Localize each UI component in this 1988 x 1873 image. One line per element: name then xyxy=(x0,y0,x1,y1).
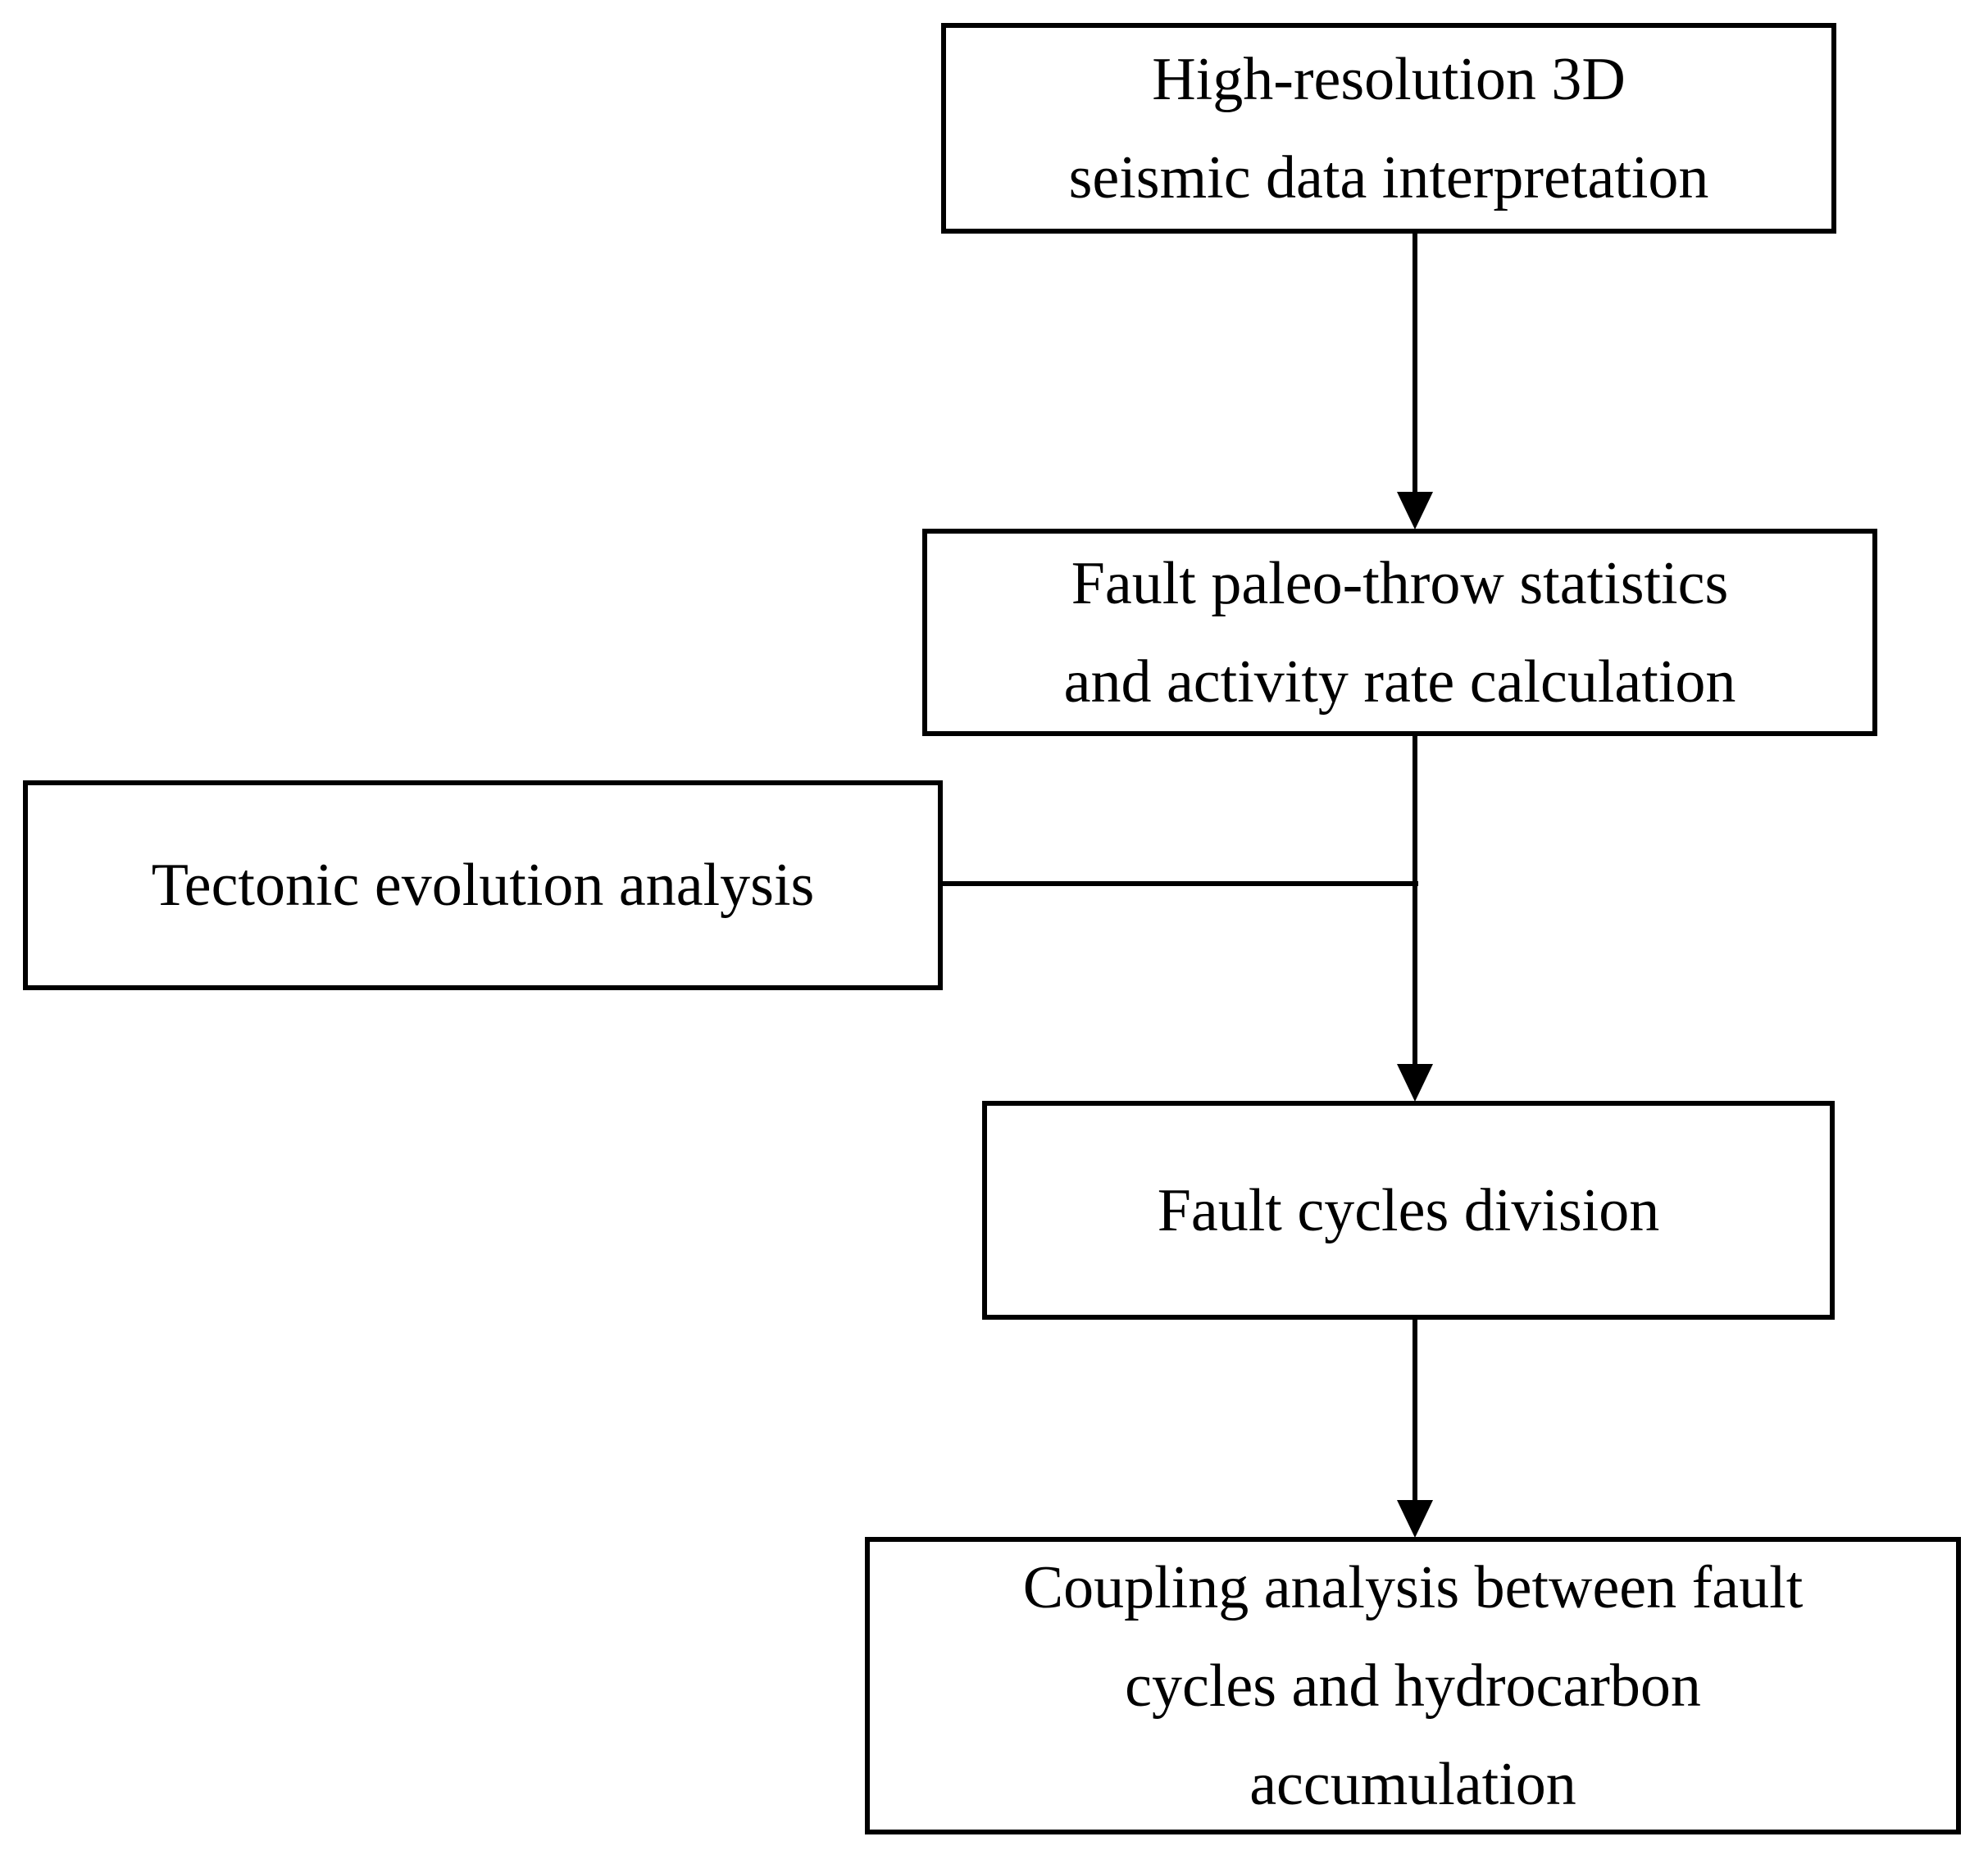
node-text-line: seismic data interpretation xyxy=(1068,143,1709,211)
edge-cycles-to-coupling-arrowhead-icon xyxy=(1397,1500,1433,1538)
node-text-line: accumulation xyxy=(1249,1750,1576,1818)
node-text-line: and activity rate calculation xyxy=(1063,648,1736,716)
node-fault-cycles-division: Fault cycles division xyxy=(982,1101,1835,1320)
edge-paleo-to-cycles-line xyxy=(1413,734,1417,1070)
edge-seismic-to-paleo-line xyxy=(1413,231,1417,498)
node-coupling-analysis: Coupling analysis between fault cycles a… xyxy=(865,1537,1961,1834)
edge-tectonic-connector-line xyxy=(943,881,1418,886)
node-text-line: Fault cycles division xyxy=(1157,1176,1660,1244)
edge-cycles-to-coupling-line xyxy=(1413,1317,1417,1506)
node-text-line: cycles and hydrocarbon xyxy=(1125,1652,1701,1720)
node-text-line: Fault paleo-throw statistics xyxy=(1071,549,1729,617)
node-tectonic-evolution-analysis: Tectonic evolution analysis xyxy=(23,780,943,990)
edge-paleo-to-cycles-arrowhead-icon xyxy=(1397,1064,1433,1102)
node-fault-paleo-throw-statistics: Fault paleo-throw statistics and activit… xyxy=(922,529,1877,736)
node-text-line: High-resolution 3D xyxy=(1152,45,1626,113)
node-text-line: Tectonic evolution analysis xyxy=(151,852,815,919)
node-text-line: Coupling analysis between fault xyxy=(1022,1553,1804,1621)
edge-seismic-to-paleo-arrowhead-icon xyxy=(1397,492,1433,530)
node-seismic-data-interpretation: High-resolution 3D seismic data interpre… xyxy=(941,23,1836,234)
